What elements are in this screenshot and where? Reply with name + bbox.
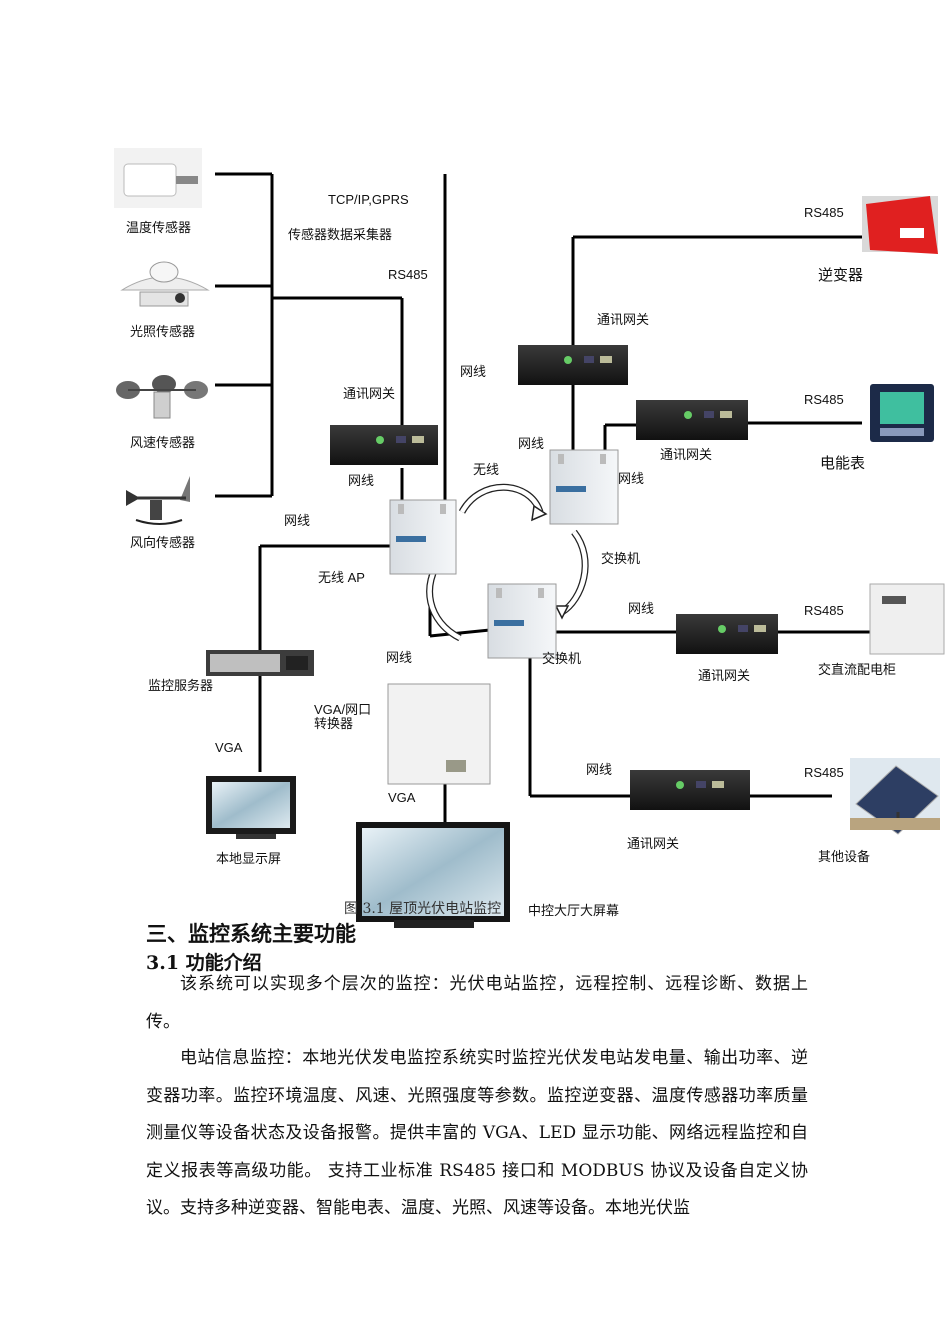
label-light-sensor: 光照传感器: [130, 325, 196, 340]
label-gateway-other: 通讯网关: [627, 837, 680, 852]
wireless-ap-image: [389, 499, 457, 575]
label-cable-left: 网线: [348, 474, 375, 489]
gateway-left: [330, 425, 438, 465]
label-wind-speed-sensor: 风速传感器: [130, 436, 196, 451]
label-wind-direction-sensor: 风向传感器: [130, 536, 196, 551]
solar-panel-image: [850, 758, 940, 835]
label-rs485-left: RS485: [388, 267, 428, 282]
label-gateway-left: 通讯网关: [343, 387, 396, 402]
label-cable-ap: 网线: [284, 514, 311, 529]
wind-direction-sensor-image: [126, 476, 190, 525]
label-other-equipment: 其他设备: [818, 850, 871, 865]
label-rs485-inverter: RS485: [804, 205, 844, 220]
energy-meter-image: [870, 384, 934, 442]
ac-dc-cabinet-image: [869, 583, 945, 655]
inverter-image: [862, 196, 938, 254]
label-vga-hall: VGA: [388, 790, 416, 805]
hall-screen-image: [356, 822, 510, 928]
label-local-display: 本地显示屏: [216, 852, 282, 867]
local-display-image: [206, 776, 296, 839]
gateway-top-right: [518, 345, 628, 385]
label-rs485-cabinet: RS485: [804, 603, 844, 618]
label-temperature-sensor: 温度传感器: [126, 221, 192, 236]
switch-lower-image: [487, 583, 557, 659]
label-switch-lower: 交换机: [542, 652, 582, 667]
temperature-sensor-image: [114, 148, 202, 208]
label-hall-screen: 中控大厅大屏幕: [528, 904, 620, 919]
sub-heading: 3.1 功能介绍: [146, 952, 262, 974]
label-cable-switch-up: 网线: [518, 437, 545, 452]
figure-caption: 图 3.1 屋顶光伏电站监控: [344, 901, 502, 917]
label-cable-switch-right: 网线: [618, 472, 645, 487]
label-energy-meter: 电能表: [820, 454, 866, 472]
paragraph-station-monitoring: 电站信息监控：本地光伏发电监控系统实时监控光伏发电站发电量、输出功率、逆变器功率…: [146, 1048, 808, 1218]
label-wireless-ap: 无线 AP: [318, 570, 365, 585]
gateway-energy-meter: [636, 400, 748, 440]
label-vga-converter: VGA/网口 转换器: [314, 702, 372, 732]
gateway-other: [630, 770, 750, 810]
label-cable-converter: 网线: [386, 651, 413, 666]
label-inverter: 逆变器: [818, 266, 864, 284]
label-wireless: 无线: [473, 463, 500, 478]
label-vga-server: VGA: [215, 740, 243, 755]
label-rs485-meter: RS485: [804, 392, 844, 407]
switch-upper-image: [549, 449, 619, 525]
label-cable-other: 网线: [586, 763, 613, 778]
monitor-server-image: [206, 650, 314, 676]
vga-converter-image: [387, 683, 491, 785]
label-tcp-gprs: TCP/IP,GPRS: [328, 192, 409, 207]
label-gateway-cabinet: 通讯网关: [698, 669, 751, 684]
label-cable-cabinet: 网线: [628, 602, 655, 617]
label-cable-center: 网线: [460, 365, 487, 380]
section-heading: 三、监控系统主要功能: [146, 921, 356, 946]
label-gateway-meter: 通讯网关: [660, 448, 713, 463]
label-monitor-server: 监控服务器: [148, 679, 214, 694]
label-rs485-other: RS485: [804, 765, 844, 780]
wind-speed-sensor-image: [116, 375, 208, 419]
label-switch-upper: 交换机: [601, 552, 641, 567]
gateway-cabinet: [676, 614, 778, 654]
light-sensor-image: [120, 261, 210, 307]
label-ac-dc-cabinet: 交直流配电柜: [818, 663, 897, 678]
paragraph-intro: 该系统可以实现多个层次的监控：光伏电站监控，远程控制、远程诊断、数据上传。: [146, 974, 808, 1032]
label-collector: 传感器数据采集器: [288, 228, 393, 243]
system-diagram: [114, 148, 945, 928]
label-gateway-top: 通讯网关: [597, 313, 650, 328]
